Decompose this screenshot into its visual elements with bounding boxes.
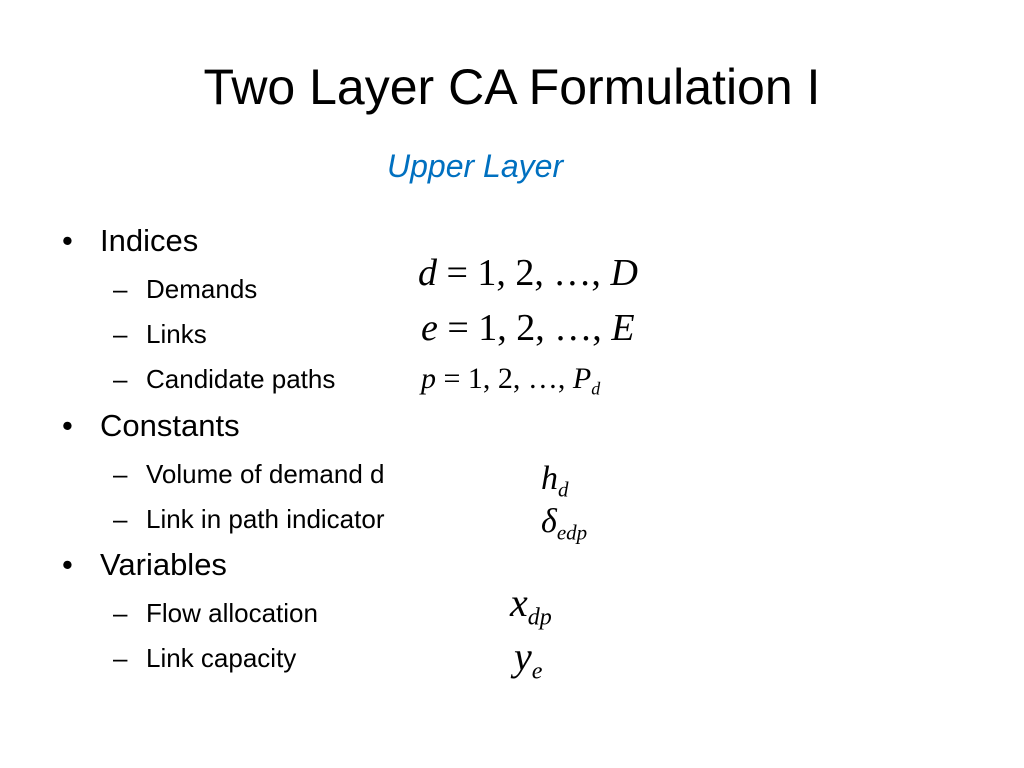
bullet-label: Variables (100, 547, 227, 582)
bullet-dot-icon: • (62, 223, 73, 258)
sub-item-label: Demands (146, 274, 258, 304)
formula-upper: P (572, 362, 592, 395)
bullet-dot-icon: • (62, 547, 73, 582)
dash-icon: – (113, 598, 128, 628)
formula-var: d (418, 252, 437, 294)
formula-range: = 1, 2, …, (437, 252, 611, 294)
symbol-main: x (510, 580, 528, 625)
sub-item-link-capacity: –Link capacity (113, 645, 296, 671)
symbol-sub: d (558, 477, 569, 502)
symbol-main: δ (541, 503, 557, 540)
slide-subtitle: Upper Layer (387, 148, 564, 184)
sub-item-label: Volume of demand d (146, 459, 385, 489)
symbol-sub: dp (527, 604, 552, 631)
dash-icon: – (113, 364, 128, 394)
symbol-main: y (514, 634, 532, 679)
symbol-flow: xdp (510, 580, 552, 630)
formula-upper-sub: d (591, 378, 601, 399)
bullet-constants: • Constants (62, 410, 240, 441)
dash-icon: – (113, 274, 128, 304)
symbol-indicator: δedp (541, 503, 587, 543)
formula-upper: D (610, 252, 638, 294)
symbol-capacity: ye (514, 634, 542, 684)
sub-item-candidate-paths: –Candidate paths (113, 366, 335, 392)
slide-title: Two Layer CA Formulation I (203, 59, 821, 115)
dash-icon: – (113, 504, 128, 534)
bullet-label: Indices (100, 223, 199, 258)
formula-links: e = 1, 2, …, E (421, 309, 635, 347)
bullet-label: Constants (100, 408, 240, 443)
bullet-dot-icon: • (62, 408, 73, 443)
dash-icon: – (113, 459, 128, 489)
sub-item-label: Link capacity (146, 643, 297, 673)
dash-icon: – (113, 643, 128, 673)
symbol-main: h (541, 460, 558, 497)
bullet-indices: • Indices (62, 225, 198, 256)
sub-item-demands: –Demands (113, 276, 257, 302)
sub-item-volume-of-demand: –Volume of demand d (113, 461, 385, 487)
formula-var: e (421, 307, 438, 349)
bullet-variables: • Variables (62, 549, 227, 580)
sub-item-label: Flow allocation (146, 598, 318, 628)
formula-range: = 1, 2, …, (437, 307, 612, 349)
symbol-volume: hd (541, 460, 569, 500)
sub-item-links: –Links (113, 321, 207, 347)
sub-item-label: Links (146, 319, 207, 349)
sub-item-flow-allocation: –Flow allocation (113, 600, 318, 626)
dash-icon: – (113, 319, 128, 349)
sub-item-link-in-path-indicator: –Link in path indicator (113, 506, 384, 532)
formula-var: p (421, 362, 436, 395)
formula-range: = 1, 2, …, (436, 362, 573, 395)
symbol-sub: edp (556, 520, 588, 545)
formula-paths: p = 1, 2, …, Pd (421, 362, 600, 398)
symbol-sub: e (531, 658, 543, 685)
sub-item-label: Candidate paths (146, 364, 336, 394)
formula-upper: E (611, 307, 635, 349)
sub-item-label: Link in path indicator (146, 504, 385, 534)
formula-demands: d = 1, 2, …, D (418, 254, 638, 292)
